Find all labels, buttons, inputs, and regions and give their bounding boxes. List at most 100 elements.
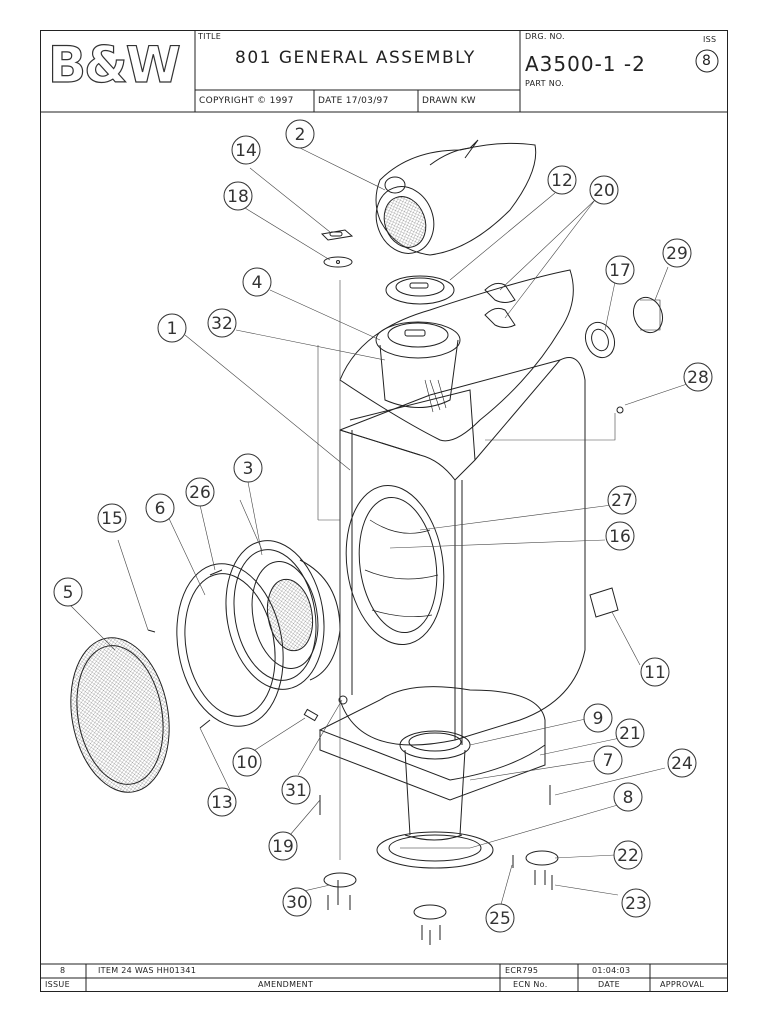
issue-number: 8	[702, 53, 711, 69]
svg-text:30: 30	[286, 893, 308, 913]
callout-30: 30	[282, 887, 312, 917]
svg-text:4: 4	[252, 273, 263, 293]
svg-text:5: 5	[63, 583, 74, 603]
callout-4: 4	[242, 267, 272, 297]
bracket-20a	[484, 282, 516, 303]
svg-text:29: 29	[666, 244, 688, 264]
callout-13: 13	[207, 787, 237, 817]
tweeter-pod	[375, 139, 537, 256]
svg-text:21: 21	[619, 724, 641, 744]
bracket-20b	[484, 307, 516, 328]
callout-7: 7	[593, 745, 623, 775]
screw-15	[147, 629, 156, 633]
label-11	[589, 587, 619, 618]
svg-text:24: 24	[671, 754, 693, 774]
svg-text:26: 26	[189, 483, 211, 503]
svg-text:6: 6	[155, 499, 166, 519]
hdr-amendment: AMENDMENT	[258, 980, 314, 989]
foot-b	[413, 904, 447, 920]
callout-18: 18	[223, 181, 253, 211]
title-caption: TITLE	[198, 32, 222, 41]
washer-18	[323, 256, 353, 268]
callout-14: 14	[231, 135, 261, 165]
cabinet-body	[339, 357, 586, 746]
plate-14	[320, 229, 354, 241]
hdr-approval: APPROVAL	[660, 980, 705, 989]
foot-30	[323, 872, 357, 888]
svg-text:20: 20	[593, 181, 615, 201]
part-caption: PART NO.	[525, 79, 565, 88]
callout-10: 10	[232, 747, 262, 777]
hdr-issue: ISSUE	[45, 980, 70, 989]
callout-20: 20	[589, 175, 619, 205]
drawing-title: 801 GENERAL ASSEMBLY	[235, 48, 476, 68]
callout-17: 17	[605, 255, 635, 285]
port-17	[584, 321, 616, 359]
copyright-text: COPYRIGHT © 1997	[199, 96, 294, 106]
svg-text:13: 13	[211, 793, 233, 813]
callout-8: 8	[613, 782, 643, 812]
svg-text:1: 1	[167, 319, 178, 339]
callout-22: 22	[613, 840, 643, 870]
svg-text:19: 19	[272, 837, 294, 857]
callout-5: 5	[53, 577, 83, 607]
rev-date: 01:04:03	[592, 966, 631, 975]
svg-text:28: 28	[687, 368, 709, 388]
callout-29: 29	[662, 238, 692, 268]
drawing-sheet	[40, 30, 728, 992]
drawn-by: DRAWN KW	[422, 96, 476, 106]
callout-15: 15	[97, 503, 127, 533]
foot-22	[525, 850, 559, 866]
callout-3: 3	[233, 453, 263, 483]
part-31	[338, 695, 348, 705]
screw-26	[209, 569, 223, 576]
ring-12	[385, 275, 455, 305]
svg-text:8: 8	[623, 788, 634, 808]
rev-issue: 8	[60, 966, 66, 975]
svg-text:17: 17	[609, 261, 631, 281]
svg-text:11: 11	[644, 663, 666, 683]
svg-text:27: 27	[611, 491, 633, 511]
midrange-head	[339, 269, 574, 442]
svg-text:12: 12	[551, 171, 573, 191]
svg-text:15: 15	[101, 509, 123, 529]
grille-5	[70, 637, 170, 793]
drg-caption: DRG. NO.	[525, 32, 565, 41]
callout-28: 28	[683, 362, 713, 392]
svg-text:23: 23	[625, 894, 647, 914]
bass-driver	[225, 540, 341, 690]
clip-10	[303, 708, 319, 722]
callout-31: 31	[281, 775, 311, 805]
svg-text:22: 22	[617, 846, 639, 866]
svg-text:25: 25	[489, 909, 511, 929]
callout-23: 23	[621, 888, 651, 918]
callout-24: 24	[667, 748, 697, 778]
hdr-ecn: ECN No.	[513, 980, 548, 989]
callout-12: 12	[547, 165, 577, 195]
callout-2: 2	[285, 119, 315, 149]
plinth-base	[318, 686, 546, 869]
svg-text:32: 32	[211, 314, 233, 334]
svg-text:10: 10	[236, 753, 258, 773]
callout-9: 9	[583, 703, 613, 733]
rev-ecn: ECR795	[505, 966, 539, 975]
svg-text:16: 16	[609, 527, 631, 547]
drg-number: A3500-1 -2	[525, 52, 646, 76]
callout-balloons: 1234567891011121314151617181920212223242…	[53, 119, 713, 933]
svg-text:7: 7	[603, 751, 614, 771]
rev-amendment: ITEM 24 WAS HH01341	[98, 966, 197, 975]
callout-11: 11	[640, 657, 670, 687]
head-opening	[375, 321, 461, 359]
issue-circle	[695, 49, 719, 73]
port-29	[632, 296, 664, 334]
callout-6: 6	[145, 493, 175, 523]
callout-1: 1	[157, 313, 187, 343]
callout-32: 32	[207, 308, 237, 338]
callout-19: 19	[268, 831, 298, 861]
iss-caption: ISS	[703, 35, 717, 44]
callout-21: 21	[615, 718, 645, 748]
bw-logo: B&W	[47, 36, 181, 94]
svg-text:3: 3	[243, 459, 254, 479]
